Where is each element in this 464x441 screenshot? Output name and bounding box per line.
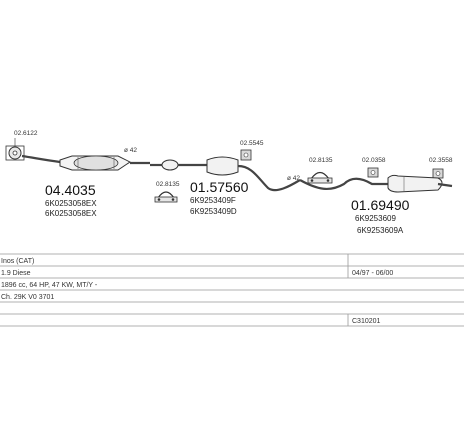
table-row3-left: 1896 cc, 64 HP, 47 KW, MT/Y - bbox=[1, 282, 98, 289]
pipe-size-2: ø 42 bbox=[287, 175, 300, 182]
table-row2-left: 1.9 Diese bbox=[1, 270, 31, 277]
catalytic-converter-icon bbox=[59, 155, 131, 171]
pipe-size-1: ø 42 bbox=[124, 147, 137, 154]
hanger-code-1-label: 02.5545 bbox=[240, 140, 264, 147]
mid-part-number: 01.57560 bbox=[190, 179, 249, 195]
table-row2-right: 04/97 - 06/00 bbox=[352, 270, 393, 277]
rear-silencer-section: 02.8135 02.0358 02.3558 01.69490 6K92536… bbox=[299, 157, 453, 235]
clamp-code-1-label: 02.8135 bbox=[156, 181, 180, 188]
clamp-code-2-label: 02.8135 bbox=[309, 157, 333, 164]
hanger-code-2-label: 02.0358 bbox=[362, 157, 386, 164]
catalytic-converter-section: 02.6122 04.4035 6K0253058EX 6K0253058EX bbox=[5, 130, 150, 218]
cat-oem-2: 6K0253058EX bbox=[45, 209, 97, 218]
table-row1-left: Inos (CAT) bbox=[1, 258, 34, 265]
clamp-icon bbox=[307, 171, 333, 184]
rear-oem-1: 6K9253609 bbox=[355, 214, 396, 223]
small-resonator-icon bbox=[161, 159, 179, 171]
mid-oem-1: 6K9253409F bbox=[190, 196, 236, 205]
rear-part-number: 01.69490 bbox=[351, 197, 410, 213]
rubber-hanger-icon bbox=[240, 149, 252, 161]
table-row5-right: C310201 bbox=[352, 318, 381, 325]
middle-silencer-section: 02.8135 01.57560 6K9253409F 6K9253409D 0… bbox=[150, 140, 301, 216]
front-pipe bbox=[21, 154, 61, 164]
rubber-hanger-icon bbox=[432, 168, 444, 179]
flange-icon bbox=[5, 138, 25, 161]
mid-oem-2: 6K9253409D bbox=[190, 207, 237, 216]
cat-oem-1: 6K0253058EX bbox=[45, 199, 97, 208]
table-row4-left: Ch. 29K V0 3701 bbox=[1, 294, 54, 301]
rear-inlet-pipe bbox=[299, 177, 390, 190]
cat-code-label: 02.6122 bbox=[14, 130, 38, 137]
clamp-icon bbox=[154, 191, 178, 203]
rear-oem-2: 6K9253609A bbox=[357, 226, 404, 235]
rubber-hanger-icon bbox=[367, 167, 379, 178]
cat-part-number: 04.4035 bbox=[45, 182, 96, 198]
mid-outlet-pipe bbox=[237, 164, 301, 192]
rear-silencer-icon bbox=[387, 174, 443, 193]
rear-hanger-code-label: 02.3558 bbox=[429, 157, 453, 164]
tail-pipe bbox=[437, 182, 453, 188]
vehicle-info-table: Inos (CAT) 1.9 Diese 04/97 - 06/00 1896 … bbox=[0, 253, 464, 327]
middle-silencer-icon bbox=[206, 156, 239, 176]
